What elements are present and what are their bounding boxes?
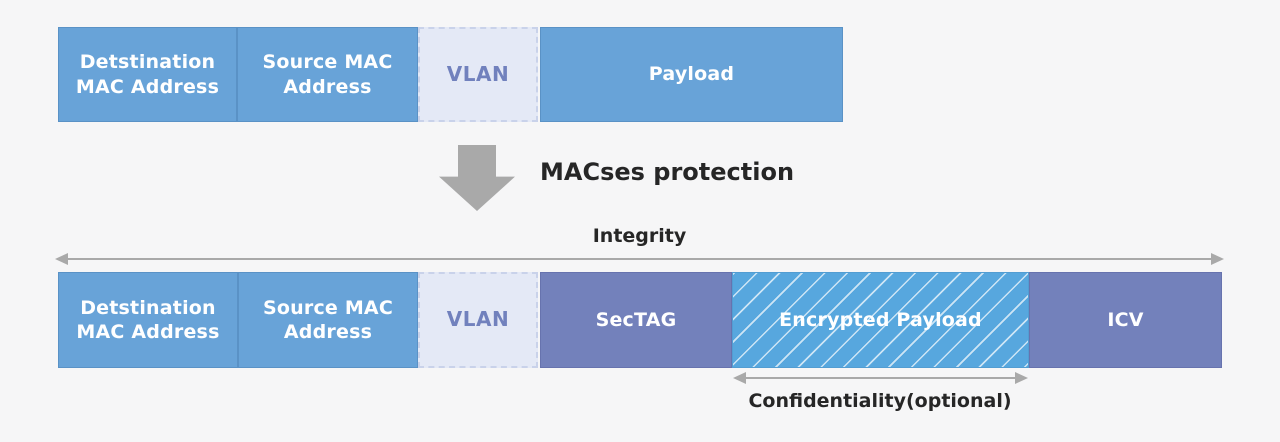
frame-block-source-mac: Source MAC Address: [237, 27, 418, 122]
frame-block-destination-mac: Detstination MAC Address: [58, 272, 238, 368]
frame-block-label-encrypted-payload: Encrypted Payload: [779, 308, 982, 331]
transform-label: MACses protection: [540, 158, 795, 186]
frame-block-vlan: VLAN: [418, 27, 538, 122]
frame-block-label-source-mac: Source MAC Address: [263, 296, 393, 343]
frame-block-label-sectag: SecTAG: [595, 308, 677, 331]
frame-block-payload: Payload: [540, 27, 843, 122]
frame-block-encrypted-payload: Encrypted Payload: [732, 272, 1029, 368]
integrity-label: Integrity: [592, 225, 687, 247]
original-frame: Detstination MAC Address Source MAC Addre…: [58, 27, 843, 122]
frame-block-label-source-mac: Source MAC Address: [262, 51, 393, 98]
arrow-line: [64, 258, 1215, 260]
arrow-line: [742, 377, 1019, 379]
frame-block-label-icv: ICV: [1107, 308, 1144, 331]
frame-block-label-vlan: VLAN: [446, 61, 510, 86]
frame-block-label-payload: Payload: [648, 63, 735, 86]
frame-block-source-mac: Source MAC Address: [238, 272, 418, 368]
arrowhead-left-icon: [55, 253, 68, 265]
confidentiality-label: Confidentiality(optional): [748, 390, 1012, 412]
protected-frame: Detstination MAC Address Source MAC Addre…: [58, 272, 1222, 368]
frame-block-sectag: SecTAG: [540, 272, 732, 368]
arrowhead-right-icon: [1015, 372, 1028, 384]
down-arrow-icon: [439, 145, 515, 211]
confidentiality-range-arrow-icon: [733, 372, 1028, 384]
integrity-range-arrow-icon: [55, 253, 1224, 265]
arrowhead-right-icon: [1211, 253, 1224, 265]
frame-block-destination-mac: Detstination MAC Address: [58, 27, 237, 122]
frame-block-vlan: VLAN: [418, 272, 538, 368]
arrowhead-left-icon: [733, 372, 746, 384]
frame-block-icv: ICV: [1029, 272, 1222, 368]
frame-block-label-vlan: VLAN: [446, 307, 510, 332]
frame-block-label-destination-mac: Detstination MAC Address: [75, 51, 220, 98]
frame-block-label-destination-mac: Detstination MAC Address: [76, 296, 220, 343]
